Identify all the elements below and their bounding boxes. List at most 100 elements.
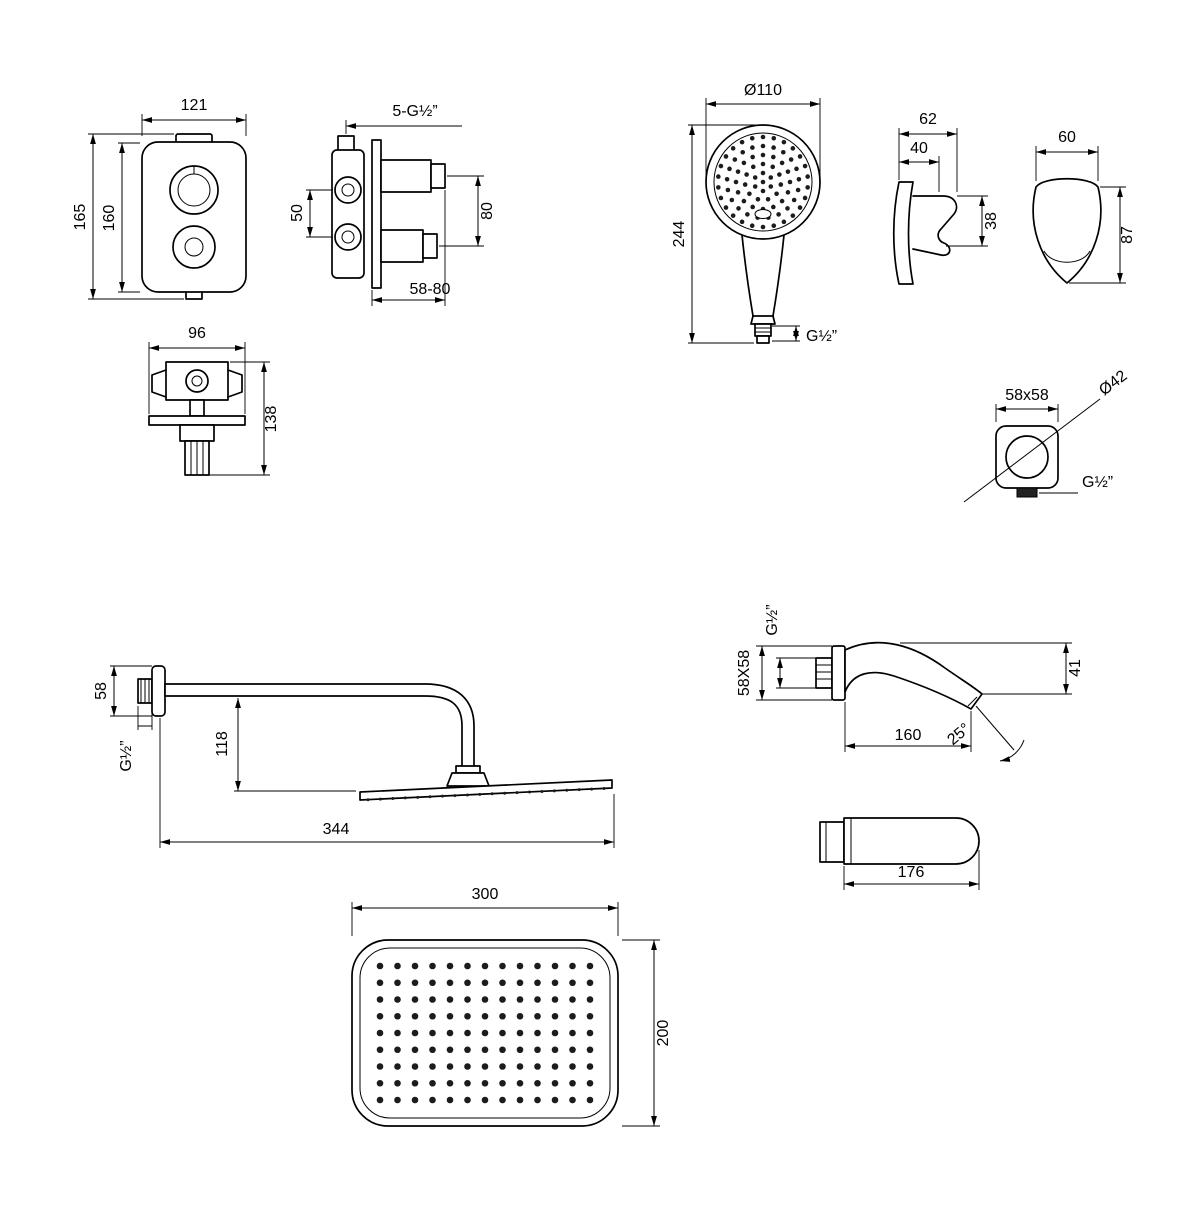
holder-wall-plate xyxy=(892,181,914,285)
spout-reach-label: 160 xyxy=(895,727,922,744)
arm-thread-label: G½” xyxy=(118,740,135,771)
valve-port-lower-inner xyxy=(341,230,355,244)
escutcheon-thread-stub xyxy=(1016,487,1038,498)
ext xyxy=(1035,146,1099,181)
escutcheon-hole xyxy=(1005,435,1049,479)
hand-shower-thread-lines xyxy=(755,327,771,333)
valve-section-height-label: 138 xyxy=(263,406,280,433)
spout-length-label: 176 xyxy=(898,864,925,881)
hand-shower-logo-oval xyxy=(754,209,772,219)
escutcheon-diameter-leader xyxy=(963,398,1101,503)
hand-shower-length-label: 244 xyxy=(671,221,688,248)
shower-arm-view: 58 G½” 118 344 xyxy=(93,665,615,848)
valve-height-inner-label: 160 xyxy=(101,205,118,232)
valve-section-spline-lines xyxy=(190,441,204,475)
valve-port-lower xyxy=(334,223,362,251)
arm-flange-label: 58 xyxy=(93,682,110,700)
valve-section-cap xyxy=(185,369,209,393)
holder-side-view: 62 40 38 xyxy=(892,111,1000,285)
arm-drop-label: 118 xyxy=(214,731,231,757)
ext xyxy=(756,645,832,701)
valve-depth-range-label: 58-80 xyxy=(410,281,451,298)
ext xyxy=(705,98,821,176)
ext xyxy=(148,342,246,414)
spout-top-flange xyxy=(819,821,845,863)
spout-flange-label: 58X58 xyxy=(736,650,753,696)
ext xyxy=(688,124,758,344)
rain-head-width-label: 300 xyxy=(472,886,499,903)
spout-top-view: 176 xyxy=(819,817,980,890)
holder-width-label: 60 xyxy=(1058,129,1076,146)
escutcheon-thread-label: G½” xyxy=(1082,474,1113,491)
rain-head-nozzle-grid xyxy=(376,962,594,1104)
holder-front-outline xyxy=(1032,178,1102,284)
holder-height-label: 87 xyxy=(1119,226,1136,244)
spout-tip-drop-label: 41 xyxy=(1067,659,1084,677)
ext xyxy=(995,404,1059,422)
holder-front-view: 60 87 xyxy=(1032,129,1136,284)
valve-height-outer-label: 165 xyxy=(72,204,89,231)
valve-flange-plate xyxy=(371,139,382,289)
valve-port-upper xyxy=(334,176,362,204)
spout-body xyxy=(844,641,983,710)
valve-width-label: 121 xyxy=(181,97,208,114)
spout-thread-lines xyxy=(816,664,832,680)
ext xyxy=(900,642,1072,695)
ext xyxy=(118,142,140,293)
hand-shower-diameter-label: Ø110 xyxy=(744,82,782,99)
hand-shower-handle xyxy=(741,234,785,317)
hand-shower-handle-cone xyxy=(750,315,776,325)
valve-front-view: 121 165 160 xyxy=(72,97,247,300)
hand-shower-view: Ø110 244 G½” xyxy=(671,82,837,345)
escutcheon-plate-label: 58x58 xyxy=(1005,387,1049,404)
spout-top-body xyxy=(843,817,980,865)
valve-side-body xyxy=(331,149,365,279)
arm-joint-nut xyxy=(455,765,481,774)
escutcheon-hole-label: Ø42 xyxy=(1096,367,1130,399)
holder-front-inner-arc xyxy=(1043,250,1091,263)
spout-mouth-line xyxy=(967,696,978,707)
spout-side-view: G½” 58X58 41 160 25° xyxy=(736,604,1084,762)
hand-shower-thread-label: G½” xyxy=(806,328,837,345)
valve-section-cap-inner xyxy=(191,375,203,387)
rain-head-depth-label: 200 xyxy=(655,1020,672,1047)
spout-angle-label: 25° xyxy=(944,720,973,749)
escutcheon-view: 58x58 Ø42 G½” xyxy=(963,367,1131,503)
spout-wall-flange xyxy=(831,645,846,701)
hand-shower-tip xyxy=(756,335,770,344)
ext xyxy=(88,133,184,300)
holder-depth-label: 62 xyxy=(919,111,937,128)
valve-thread-label: 5-G½” xyxy=(392,103,437,120)
rain-head-top-view: 300 200 xyxy=(351,886,672,1127)
arm-reach-label: 344 xyxy=(323,821,350,838)
hand-shower-nozzle-dots xyxy=(716,134,810,230)
hand-shower-face-rim xyxy=(713,132,813,232)
arm-wall-flange xyxy=(151,665,166,717)
valve-outlet-upper-end xyxy=(430,163,446,189)
valve-outlet-spacing-label: 80 xyxy=(479,202,496,220)
valve-outlet-lower-end xyxy=(422,233,438,259)
arm-thread-lines xyxy=(140,679,150,703)
holder-inner-depth-label: 40 xyxy=(910,140,928,157)
ext xyxy=(110,665,152,717)
valve-section-width-label: 96 xyxy=(188,325,206,342)
rain-head-side-nozzles xyxy=(366,787,606,802)
valve-knob-lower-inner xyxy=(184,237,204,257)
valve-section-stem-upper xyxy=(179,424,215,442)
valve-port-spacing-label: 50 xyxy=(289,204,306,222)
ext xyxy=(159,718,615,848)
valve-outlet-upper xyxy=(380,159,432,193)
ext xyxy=(141,114,247,136)
ext xyxy=(776,657,816,689)
arm-joint-cone xyxy=(446,772,490,787)
holder-hook xyxy=(912,195,958,257)
valve-body-outline xyxy=(141,141,247,293)
valve-section-tab-right xyxy=(227,369,243,398)
holder-hook-height-label: 38 xyxy=(983,212,1000,230)
rain-head-side-slab xyxy=(359,779,613,801)
hand-shower-thread xyxy=(754,323,772,337)
valve-knob-lower xyxy=(172,225,216,269)
spout-thread-label: G½” xyxy=(764,604,781,635)
